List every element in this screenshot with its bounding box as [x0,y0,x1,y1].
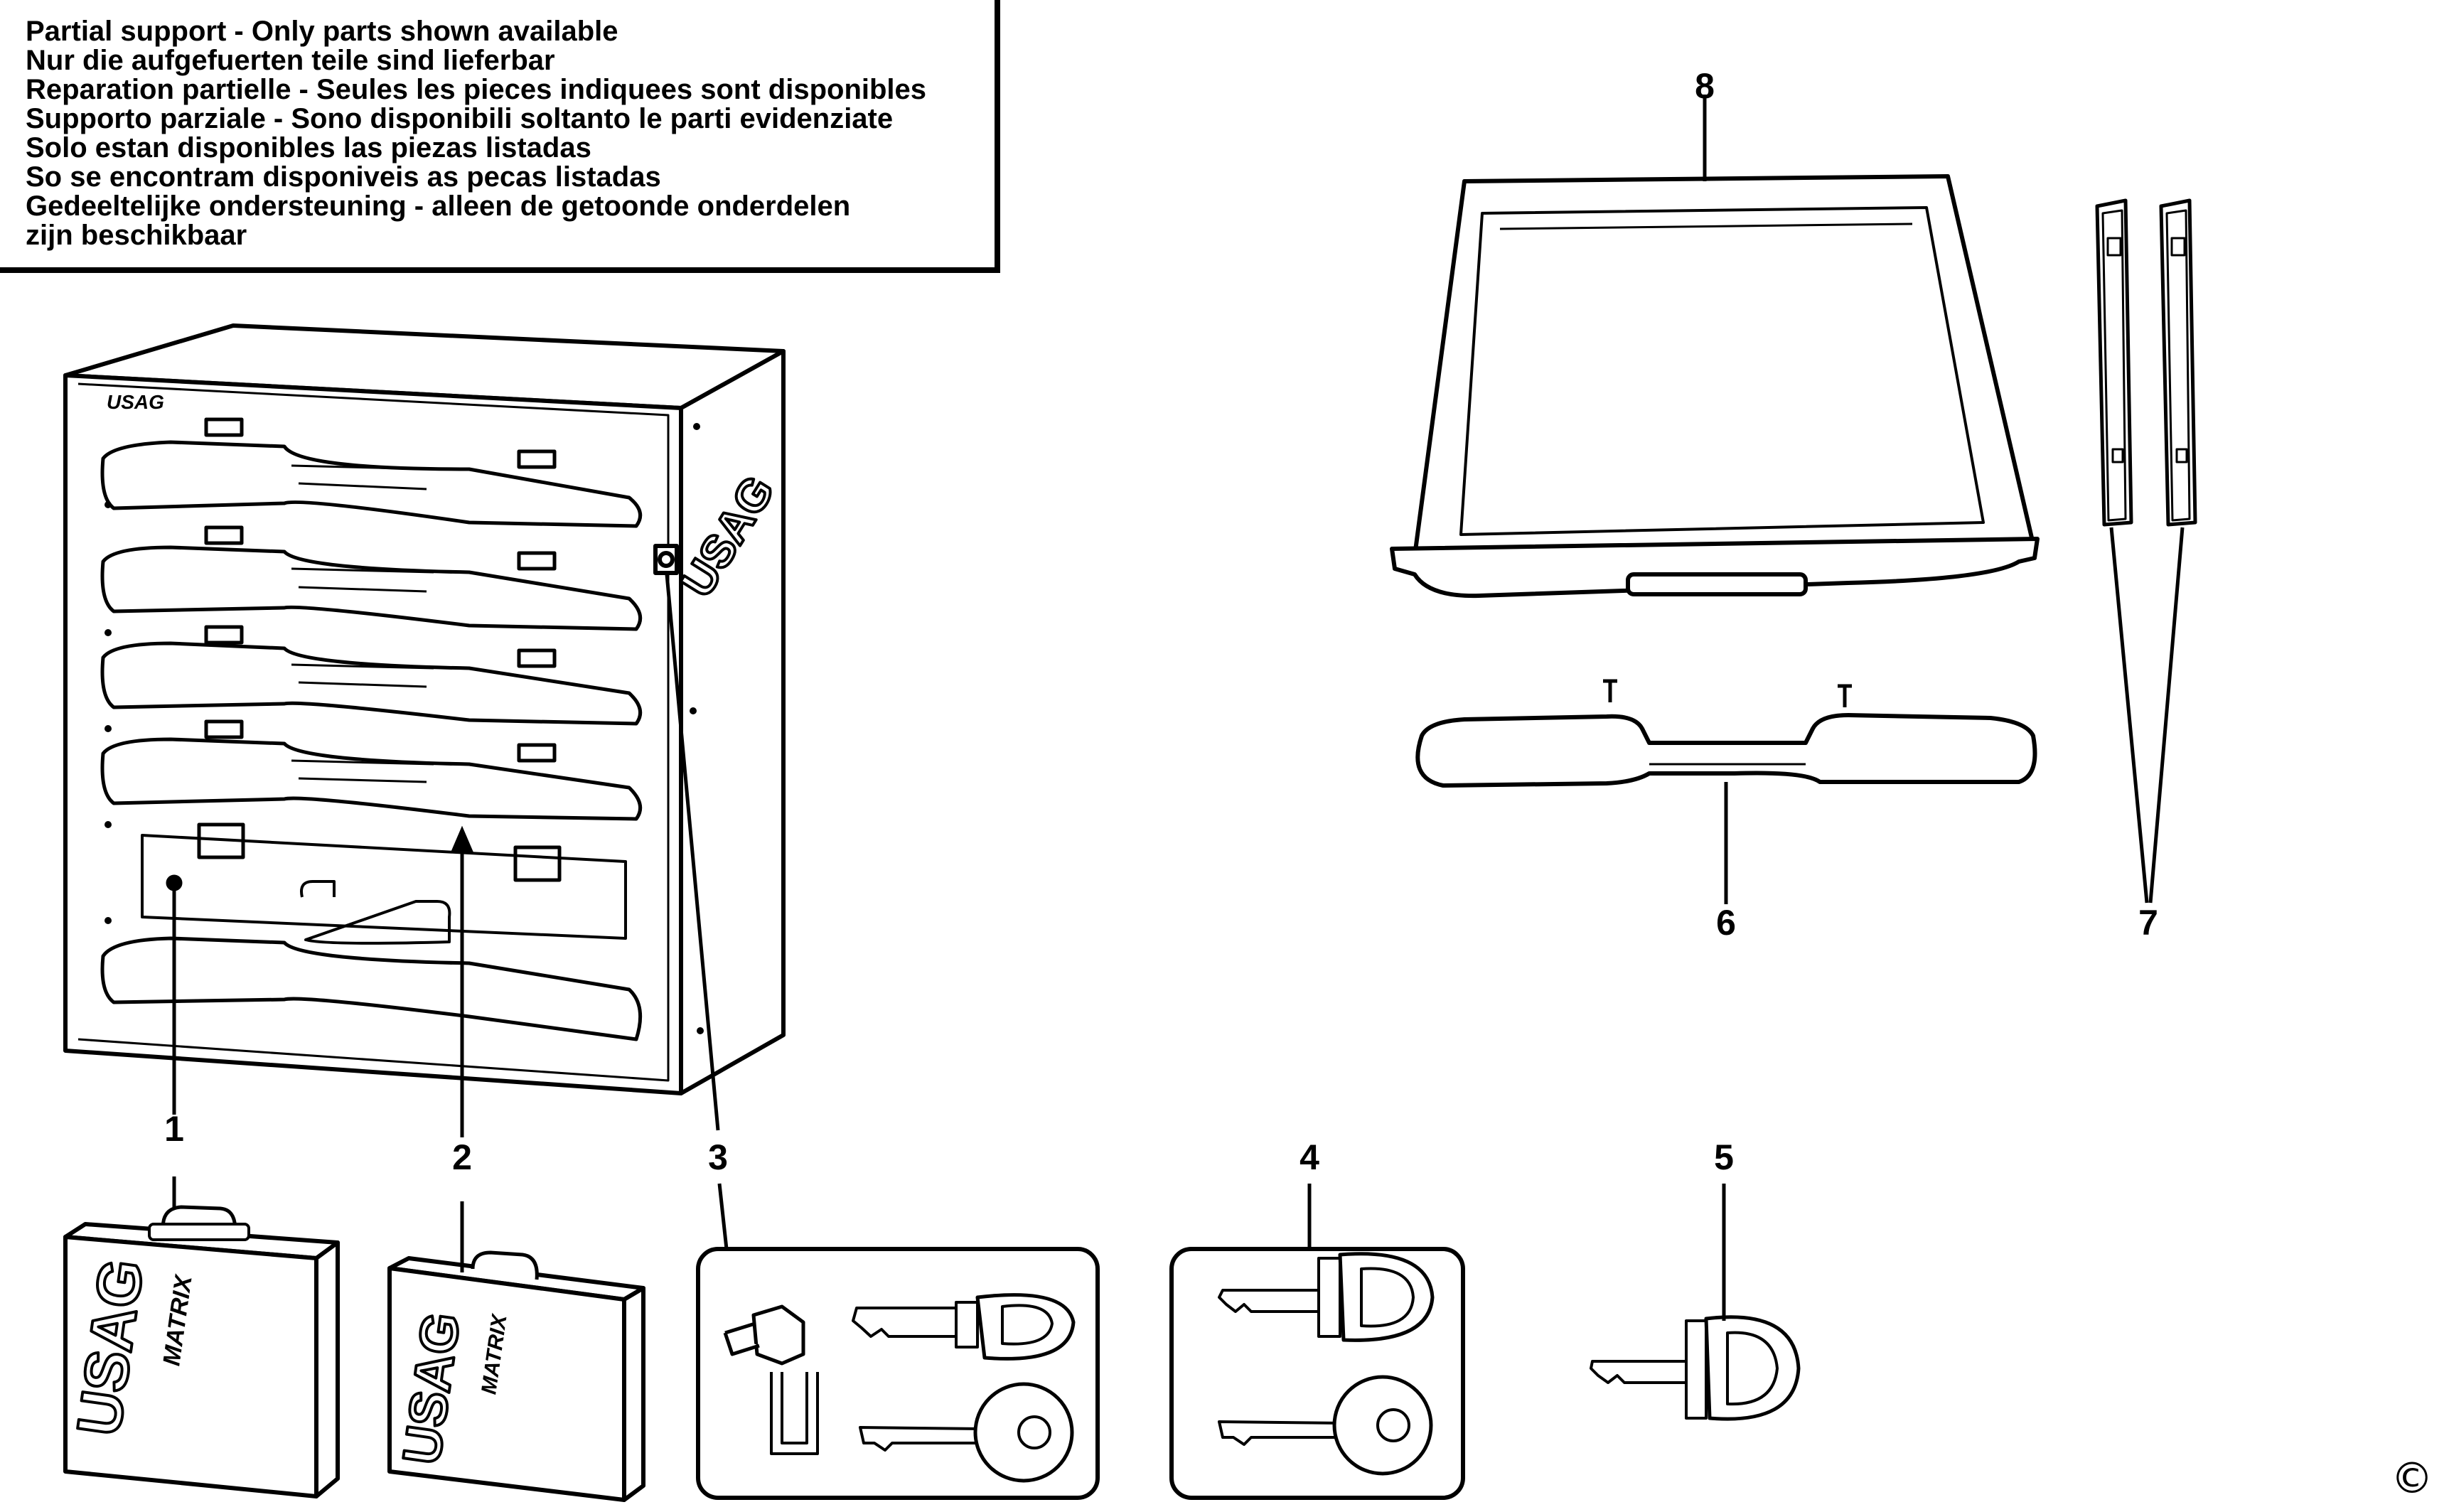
part-2-small-carry-case: USAG MATRIX [387,1250,645,1502]
part-1-large-carry-case: USAG MATRIX [63,1205,340,1498]
notice-line-nl: Gedeeltelijke ondersteuning - alleen de … [26,191,851,222]
notice-line-fr: Reparation partielle - Seules les pieces… [26,74,927,105]
leader-3-lower [717,1183,729,1250]
part-4-keys-kit [1169,1247,1465,1500]
leader-7b [2148,527,2185,904]
part-label-7: 7 [2138,903,2158,943]
leader-3 [665,574,720,1131]
part-label-1: 1 [164,1109,184,1149]
partial-support-notice: Partial support - Only parts shown avail… [0,0,1000,273]
drawer-cabinet: USAG USAG [63,323,786,1095]
part-label-5: 5 [1714,1137,1734,1177]
part-label-8: 8 [1695,66,1715,106]
part-label-4: 4 [1299,1137,1319,1177]
copyright-symbol: © [2391,1454,2433,1503]
part-number-labels: 8 6 7 1 2 3 4 5 [164,66,2158,1177]
part-3-lock-and-keys-kit [696,1247,1100,1500]
part-6-drawer-handle [1415,679,2037,788]
leader-1-dot [166,874,183,891]
part-8-drawer-tray [1390,174,2040,599]
notice-line-pt: So se encontram disponiveis as pecas lis… [26,161,661,193]
leader-2-arrow [451,825,473,852]
part-label-2: 2 [452,1137,472,1177]
cabinet-front-logo: USAG [107,391,164,413]
case-2-logo: USAG [392,1309,471,1468]
notice-line-de: Nur die aufgefuerten teile sind lieferba… [26,45,555,76]
leader-7a [2109,527,2149,904]
part-label-3: 3 [708,1137,728,1177]
part-label-6: 6 [1716,903,1736,943]
part-5-key [1590,1315,1801,1421]
part-7-drawer-slides [2095,198,2197,527]
notice-line-it: Supporto parziale - Sono disponibili sol… [26,103,894,134]
notice-line-nl-cont: zijn beschikbaar [26,220,247,251]
notice-line-en: Partial support - Only parts shown avail… [26,16,618,47]
leader-lines [166,95,2185,1321]
notice-line-es: Solo estan disponibles las piezas listad… [26,132,591,163]
